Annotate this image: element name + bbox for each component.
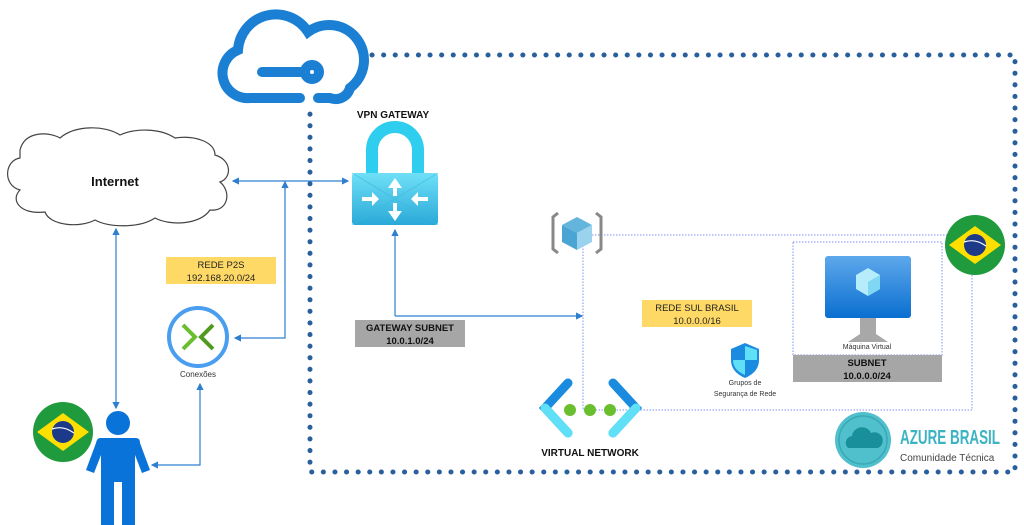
virtual-network-label: VIRTUAL NETWORK — [541, 448, 639, 459]
vm-label: Máquina Virtual — [843, 344, 892, 351]
virtual-network-icon — [538, 378, 643, 438]
rede-p2s-title: REDE P2S — [198, 260, 245, 271]
connector-gateway-conexoes — [233, 181, 286, 342]
connectors — [112, 177, 584, 469]
rede-sul-range: 10.0.0.0/16 — [673, 316, 721, 327]
azure-boundary — [307, 52, 1018, 475]
virtual-machine-icon — [825, 256, 911, 342]
user-icon — [86, 411, 150, 525]
vpn-gateway-label: VPN GATEWAY — [357, 110, 430, 121]
gateway-subnet-title: GATEWAY SUBNET — [366, 323, 454, 334]
nsg-label-1: Grupos de — [729, 380, 762, 387]
conexoes-label: Conexões — [180, 370, 216, 379]
gateway-subnet-box — [355, 320, 465, 347]
azure-cloud-icon — [217, 9, 369, 105]
rede-p2s-box — [166, 257, 276, 284]
resource-group-icon — [551, 211, 603, 255]
virtual-network-boundary — [582, 234, 973, 411]
logo-subtitle: Comunidade Técnica — [900, 453, 995, 464]
internet-cloud-icon — [7, 127, 229, 227]
network-security-group-icon — [731, 343, 759, 378]
vpn-gateway-icon — [351, 121, 439, 226]
brazil-flag-icon — [33, 402, 93, 462]
rede-sul-title: REDE SUL BRASIL — [655, 303, 739, 314]
internet-label: Internet — [91, 174, 139, 189]
brazil-flag-icon — [945, 215, 1005, 275]
rede-p2s-range: 192.168.20.0/24 — [187, 273, 256, 284]
connector-user-conexoes — [150, 400, 201, 469]
subnet-title: SUBNET — [847, 358, 886, 369]
rede-sul-box — [642, 300, 752, 327]
nsg-label-2: Segurança de Rede — [714, 391, 776, 398]
azure-brasil-logo — [835, 412, 891, 468]
subnet-range: 10.0.0.0/24 — [843, 371, 891, 382]
logo-title: AZURE BRASIL — [900, 427, 1000, 449]
gateway-subnet-range: 10.0.1.0/24 — [386, 336, 434, 347]
subnet-box — [793, 355, 942, 382]
connections-icon — [167, 306, 229, 368]
